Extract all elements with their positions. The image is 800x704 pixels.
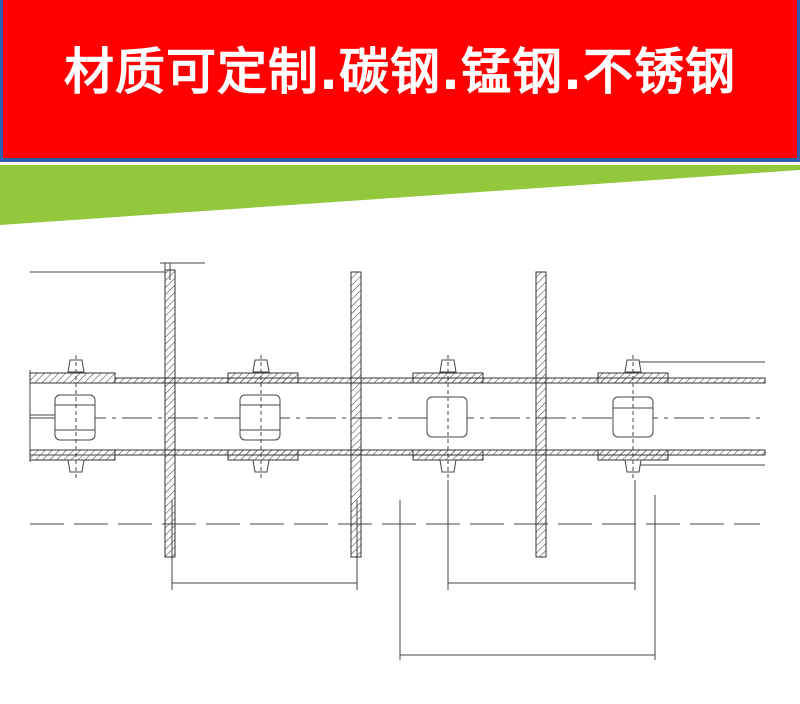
pin-head-bottom-1: [67, 459, 85, 473]
chain-drawing-svg: [29, 262, 766, 660]
red-banner: [0, 0, 800, 158]
roller-2: [239, 394, 281, 441]
pin-head-bottom-3: [439, 459, 457, 473]
blue-right-edge: [797, 0, 800, 162]
flight-plate-1: [164, 269, 176, 558]
roller-1: [54, 394, 96, 441]
blue-left-edge: [0, 0, 3, 162]
blue-edge-line: [0, 158, 800, 162]
roller-3: [426, 396, 468, 438]
banner-background: [0, 0, 800, 225]
green-accent-stripe: [0, 165, 800, 225]
link-plate-bottom-1: [29, 449, 116, 461]
link-plate-top-inner: [114, 377, 766, 384]
flight-plate-3: [535, 271, 547, 558]
flight-plate-2: [350, 271, 362, 558]
header-banner: 材质可定制.碳钢.锰钢.不锈钢: [0, 0, 800, 225]
banner-title: 材质可定制.碳钢.锰钢.不锈钢: [64, 43, 736, 101]
pin-head-bottom-4: [624, 459, 642, 473]
roller-4: [612, 396, 654, 438]
link-plate-top-1: [29, 372, 116, 384]
chain-technical-drawing: [0, 240, 800, 700]
pin-head-bottom-2: [252, 459, 270, 473]
link-plate-bottom-inner: [114, 449, 766, 456]
